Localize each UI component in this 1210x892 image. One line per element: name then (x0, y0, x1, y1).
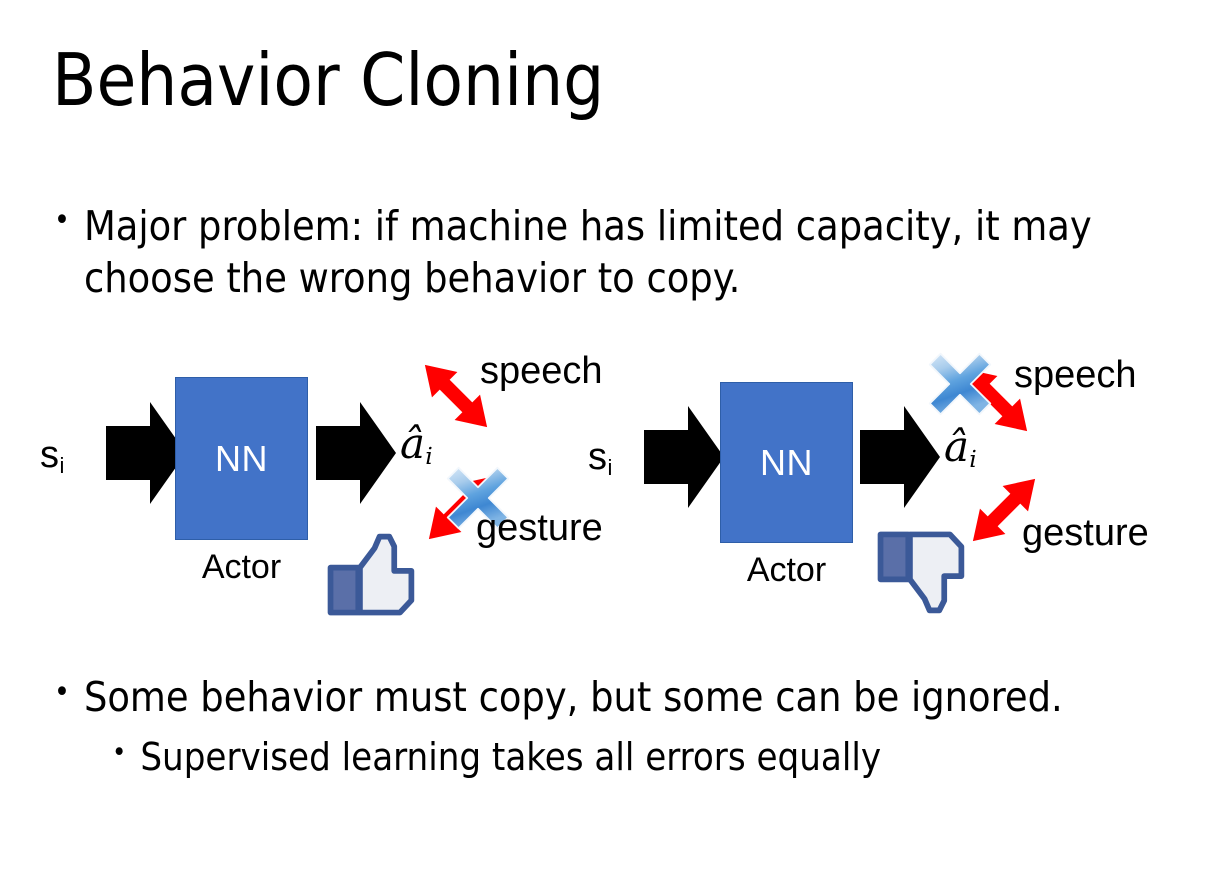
nn-box-left: NN (175, 377, 308, 540)
bullet-marker-icon: • (112, 737, 127, 768)
nn-box-label: NN (760, 441, 813, 483)
thumbs-down-icon (874, 524, 972, 620)
branch-arrow-speech-left (406, 346, 506, 446)
actor-caption-right: Actor (746, 551, 827, 589)
branch-arrow-speech-right (946, 350, 1046, 450)
bullet-major-problem: • Major problem: if machine has limited … (54, 200, 1134, 305)
branch-label-speech-left: speech (480, 350, 603, 392)
bullet-text: Supervised learning takes all errors equ… (140, 735, 882, 779)
input-state-label-left: si (40, 434, 65, 479)
branch-arrow-gesture-right (954, 460, 1054, 560)
bullet-text: Some behavior must copy, but some can be… (83, 673, 1063, 721)
input-state-label-right: si (588, 436, 613, 481)
branch-label-gesture-left: gesture (476, 507, 603, 549)
branch-label-speech-right: speech (1014, 354, 1137, 396)
nn-box-right: NN (720, 382, 853, 543)
output-arrow-icon-left (316, 398, 396, 508)
output-action-label-right: âi (944, 422, 977, 474)
branch-label-gesture-right: gesture (1022, 512, 1149, 554)
cross-out-icon-gesture-left (442, 462, 514, 534)
bullet-marker-icon: • (54, 675, 70, 710)
actor-caption-left: Actor (201, 548, 282, 586)
cross-out-icon-speech-right (924, 348, 996, 420)
thumbs-up-icon (324, 530, 422, 620)
diagram-left: si NN Actor âi (10, 336, 610, 636)
output-action-label-left: âi (400, 419, 433, 471)
nn-box-label: NN (215, 437, 268, 479)
bullet-text: Major problem: if machine has limited ca… (83, 202, 1092, 303)
bullet-supervised-learning: • Supervised learning takes all errors e… (112, 734, 1152, 780)
output-arrow-icon-right (860, 402, 940, 512)
page-title: Behavior Cloning (52, 38, 605, 122)
input-arrow-icon-right (644, 402, 724, 512)
input-arrow-icon-left (106, 398, 186, 508)
bullet-some-behavior: • Some behavior must copy, but some can … (54, 672, 1164, 722)
bullet-marker-icon: • (54, 203, 70, 238)
diagram-right: si NN Actor âi (556, 336, 1156, 636)
